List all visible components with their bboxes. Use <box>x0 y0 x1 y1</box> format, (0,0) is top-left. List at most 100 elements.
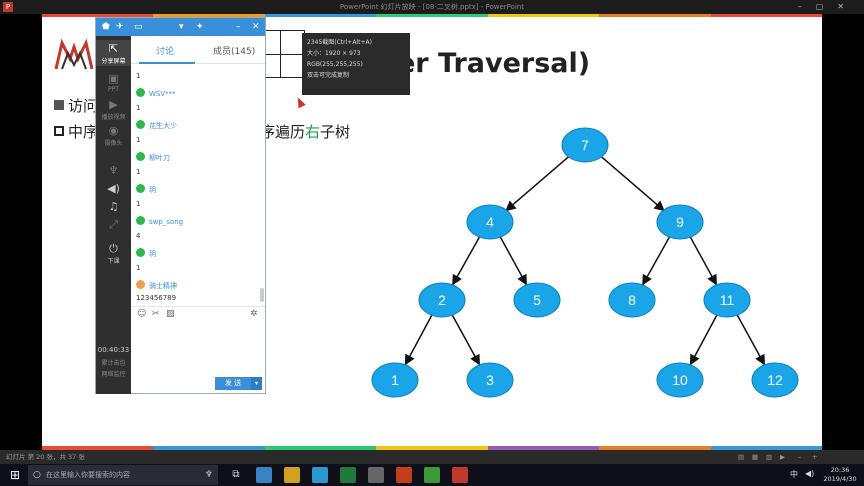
pin-icon[interactable]: ✦ <box>196 22 204 32</box>
normal-view-icon[interactable]: ▤ <box>738 453 745 461</box>
tree-node-circle <box>466 362 514 398</box>
bullet-tail-c: 子树 <box>320 123 351 141</box>
class-timer: 00:40:33 <box>97 346 130 354</box>
share-screen-icon: ⇱ <box>108 42 119 55</box>
fullscreen-button[interactable]: ⤢ <box>96 218 131 232</box>
chat-toolbar: ☺ ✂ ▨ ✲ <box>131 306 265 322</box>
bullet-visit: 访问 <box>54 95 98 116</box>
zoom-in-icon[interactable]: + <box>812 453 818 461</box>
send-options-chevron-icon[interactable]: ▾ <box>251 377 262 390</box>
close-icon[interactable]: ✕ <box>252 22 260 32</box>
bullet-tail-a: 序遍历 <box>260 123 306 141</box>
app-icon-2[interactable] <box>284 467 300 483</box>
bullet-square-icon <box>54 100 64 110</box>
list-item: 玥 <box>136 184 156 195</box>
reading-view-icon[interactable]: ▥ <box>766 453 773 461</box>
tree-node-label: 8 <box>628 292 636 308</box>
chat-username[interactable]: WSV*** <box>149 90 176 98</box>
chat-username[interactable]: 柳叶刀 <box>149 154 170 162</box>
clock-date: 2019/4/30 <box>823 475 857 483</box>
bullet-inorder: 中序 <box>54 121 98 142</box>
plane-icon[interactable]: ✈ <box>116 22 124 32</box>
app-icon-5[interactable] <box>368 467 384 483</box>
image-icon[interactable]: ▨ <box>166 309 175 319</box>
app-icon-1[interactable] <box>256 467 272 483</box>
scissors-icon[interactable]: ✂ <box>152 309 160 319</box>
microphone-icon[interactable]: ♆ <box>204 470 213 480</box>
play-video-label: 播放视频 <box>101 114 126 121</box>
network-monitor-label[interactable]: 网络监控 <box>101 371 126 378</box>
bottom-color-stripe <box>42 446 822 450</box>
sorter-view-icon[interactable]: ▦ <box>752 453 759 461</box>
tree-edge-n11-n10 <box>689 314 718 366</box>
shield-icon[interactable]: ⬟ <box>102 22 110 32</box>
app-icon-6[interactable] <box>424 467 440 483</box>
send-button[interactable]: 发 送 <box>215 377 251 390</box>
whiteboard-icon[interactable]: ▭ <box>134 22 143 32</box>
ime-indicator[interactable]: 中 <box>790 470 798 479</box>
tree-edge-n9-n11 <box>689 236 718 286</box>
search-icon: ○ <box>33 470 41 480</box>
zoom-out-icon[interactable]: – <box>798 453 802 461</box>
mic-button[interactable]: ♆ <box>96 164 131 178</box>
chat-text: 4 <box>136 232 141 240</box>
tree-edge-n4-n5 <box>499 236 528 286</box>
windows-start-icon[interactable]: ⊞ <box>9 468 21 482</box>
wechat-icon <box>136 120 145 129</box>
top-color-stripe <box>42 14 822 18</box>
app-icon-4[interactable] <box>340 467 356 483</box>
gear-icon[interactable]: ✲ <box>250 309 258 319</box>
end-class-button[interactable]: ⏻下课 <box>96 242 131 265</box>
chat-username[interactable]: 骑士精神 <box>149 282 177 290</box>
tree-edge-n9-n8 <box>641 236 671 286</box>
snip-info-tooltip: 2345截图(Ctrl+Alt+A) 大小：1920 × 973 RGB(255… <box>302 33 410 95</box>
window-controls[interactable]: –▢✕ <box>797 2 858 11</box>
chat-scrollbar[interactable] <box>260 288 264 302</box>
speaker-icon: ◀) <box>107 182 120 195</box>
tree-node-3: 3 <box>466 362 514 398</box>
emoji-icon[interactable]: ☺ <box>137 309 147 319</box>
music-button[interactable]: ♫ <box>96 200 131 214</box>
tree-node-circle <box>513 282 561 318</box>
chat-username[interactable]: 玥 <box>149 250 156 258</box>
volume-icon[interactable]: ◀) <box>805 469 815 478</box>
tree-node-10: 10 <box>656 362 704 398</box>
taskbar-clock[interactable]: 20:36 2019/4/30 <box>820 466 860 484</box>
chat-username[interactable]: swp_song <box>149 218 184 226</box>
tree-node-circle <box>751 362 799 398</box>
slideshow-view-icon[interactable]: ▶ <box>780 453 785 461</box>
camera-button[interactable]: ◉摄像头 <box>96 124 131 147</box>
speaker-button[interactable]: ◀) <box>96 182 131 196</box>
tree-node-9: 9 <box>656 204 704 240</box>
tree-node-label: 4 <box>486 214 494 230</box>
share-screen-button[interactable]: ⇱分享屏幕 <box>96 40 131 66</box>
ppt-button[interactable]: ▣PPT <box>96 72 131 93</box>
tree-node-label: 7 <box>581 137 589 153</box>
tree-node-label: 3 <box>486 372 494 388</box>
task-view-icon[interactable]: ⧉ <box>232 469 240 480</box>
chat-username[interactable]: 花生大少 <box>149 122 177 130</box>
power-icon: ⏻ <box>109 242 118 255</box>
app-icon-7[interactable] <box>452 467 468 483</box>
ppt-icon: ▣ <box>108 72 119 85</box>
tab-discuss[interactable]: 讨论 <box>156 47 175 57</box>
wechat-icon <box>136 248 145 257</box>
chat-username[interactable]: 玥 <box>149 186 156 194</box>
taskbar-search-input[interactable]: ○ 在这里输入你要搜索的内容 ♆ <box>28 465 218 485</box>
chat-text: 1 <box>136 136 141 144</box>
chevron-down-icon[interactable]: ▾ <box>179 22 184 32</box>
play-video-button[interactable]: ▶ 播放视频 <box>96 98 131 121</box>
active-tab-indicator <box>139 62 195 64</box>
tab-members[interactable]: 成员(145) <box>213 47 256 57</box>
camera-icon: ◉ <box>108 124 119 137</box>
minimize-icon[interactable]: – <box>236 22 241 32</box>
app-icon-3[interactable] <box>312 467 328 483</box>
list-item: 骑士精神 <box>136 280 177 291</box>
tree-node-label: 5 <box>533 292 541 308</box>
avatar <box>136 280 145 289</box>
tree-node-circle <box>561 127 609 163</box>
powerpoint-taskbar-icon[interactable] <box>396 467 412 483</box>
snip-line-rgb: RGB(255,255,255) <box>307 61 363 68</box>
video-icon: ▶ <box>109 98 118 111</box>
